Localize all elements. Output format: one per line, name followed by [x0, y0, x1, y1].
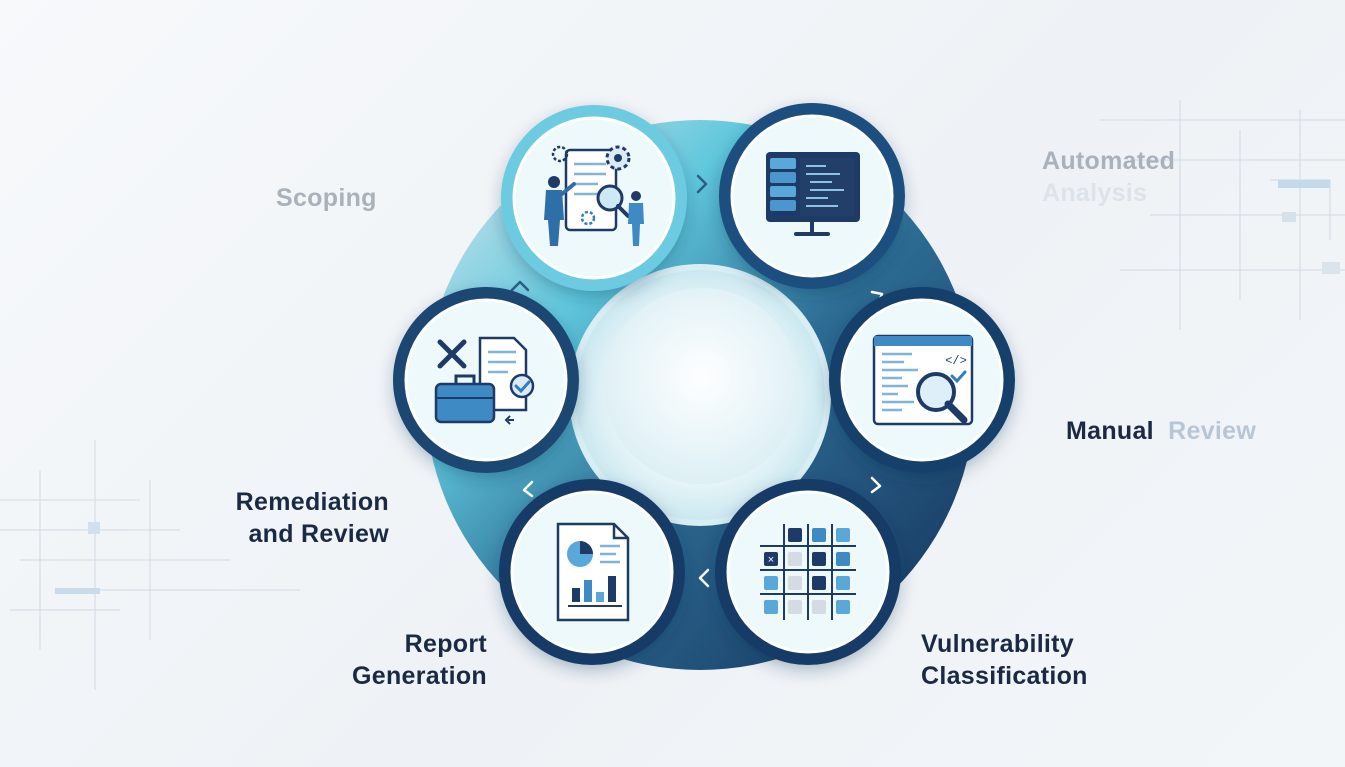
stage-label-report-line-2: Generation [352, 662, 487, 690]
toolbox-checklist-icon [434, 336, 535, 425]
stage-label-report-line-1: Report [404, 630, 487, 658]
stage-label-scoping-line: Scoping [276, 184, 377, 212]
code-magnifier-icon: </> [872, 334, 974, 426]
svg-text:×: × [768, 554, 774, 566]
stage-label-remed-line-1: Remediation [235, 488, 389, 516]
stage-label-remediation-and-review: Remediation and Review [205, 486, 389, 550]
stage-label-vulnerability-classification: Vulnerability Classification [921, 628, 1088, 692]
scoping-icon [544, 145, 644, 246]
arrow-vuln-to-report [698, 568, 710, 588]
report-chart-icon [556, 522, 630, 622]
arrow-remed-to-scoping [510, 280, 530, 292]
classification-grid-icon: × [760, 524, 856, 620]
svg-text:</>: </> [945, 354, 967, 368]
server-code-icon [766, 152, 860, 236]
arrow-manual-to-vuln [870, 476, 882, 494]
arrow-report-to-remed [522, 480, 534, 498]
stage-label-manual-review: Manual Review [1066, 415, 1256, 447]
stage-label-manual-word-1: Manual [1066, 417, 1154, 445]
flow-arrows [510, 174, 884, 588]
stage-label-vuln-line-1: Vulnerability [921, 630, 1075, 658]
stage-label-scoping: Scoping [276, 182, 377, 214]
stage-label-automated-line-1: Automated [1042, 147, 1176, 175]
circuit-decoration-left [0, 440, 300, 690]
arrow-scoping-to-automated [696, 174, 708, 194]
stage-label-automated-line-2: Analysis [1042, 179, 1148, 207]
stage-label-automated-analysis: Automated Analysis [1042, 145, 1175, 209]
stage-label-vuln-line-2: Classification [921, 662, 1088, 690]
stage-label-remed-line-2: and Review [248, 520, 389, 548]
stage-label-report-generation: Report Generation [340, 628, 487, 692]
stage-label-manual-word-2: Review [1168, 417, 1257, 445]
circuit-decoration-right [1100, 100, 1345, 330]
